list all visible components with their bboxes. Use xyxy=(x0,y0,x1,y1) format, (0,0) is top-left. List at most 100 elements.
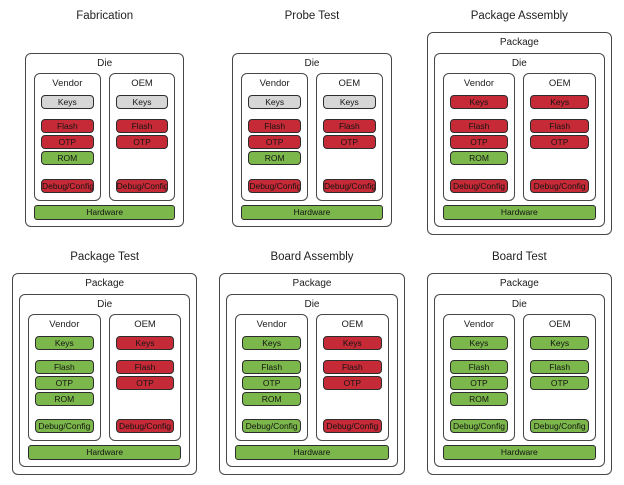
chip-debug-config: Debug/Config xyxy=(449,419,509,433)
domain-label: OEM xyxy=(338,78,361,89)
chip-otp: OTP xyxy=(115,375,175,390)
chip-debug-config: Debug/Config xyxy=(35,419,94,433)
domain-label: Vendor xyxy=(256,318,287,330)
die-label: Die xyxy=(97,58,113,69)
chip-debug-config: Debug/Config xyxy=(115,178,169,193)
die-label: Die xyxy=(511,298,527,310)
domain-label: Vendor xyxy=(49,318,80,330)
chip-flash: Flash xyxy=(449,119,509,133)
panel-title: Board Assembly xyxy=(270,250,354,263)
chip-flash: Flash xyxy=(449,359,509,374)
domain-label: Vendor xyxy=(463,78,495,89)
chip-keys: Keys xyxy=(242,335,301,350)
chip-keys: Keys xyxy=(115,335,175,350)
chip-otp: OTP xyxy=(248,135,301,149)
panel-title: Package Test xyxy=(70,250,140,263)
chip-keys: Keys xyxy=(35,335,94,350)
chip-rom: ROM xyxy=(242,391,301,406)
chip-otp: OTP xyxy=(530,375,589,390)
chip-otp: OTP xyxy=(242,375,301,390)
chip-rom: ROM xyxy=(449,151,509,165)
package-label: Package xyxy=(85,277,125,289)
chip-flash: Flash xyxy=(115,359,175,374)
package-label: Package xyxy=(499,277,539,289)
chip-debug-config: Debug/Config xyxy=(530,178,589,193)
chip-debug-config: Debug/Config xyxy=(530,419,589,433)
chip-flash: Flash xyxy=(323,359,382,374)
chip-debug-config: Debug/Config xyxy=(242,419,301,433)
package-label: Package xyxy=(292,277,332,289)
chip-otp: OTP xyxy=(449,135,509,149)
chip-flash: Flash xyxy=(242,359,301,374)
chip-otp: OTP xyxy=(449,375,509,390)
domain-label: Vendor xyxy=(463,318,495,330)
chip-debug-config: Debug/Config xyxy=(449,178,509,193)
hardware-bar: Hardware xyxy=(442,445,596,460)
chip-flash: Flash xyxy=(323,119,376,133)
chip-debug-config: Debug/Config xyxy=(41,178,94,193)
chip-otp: OTP xyxy=(323,375,382,390)
chip-otp: OTP xyxy=(530,135,589,149)
panel-title: Fabrication xyxy=(76,10,134,22)
die-label: Die xyxy=(97,298,113,310)
chip-keys: Keys xyxy=(248,95,301,109)
domain-label: OEM xyxy=(548,78,571,89)
die-label: Die xyxy=(304,58,320,69)
domain-label: OEM xyxy=(131,78,153,89)
panel-title: Package Assembly xyxy=(470,10,568,22)
chip-rom: ROM xyxy=(41,151,94,165)
chip-debug-config: Debug/Config xyxy=(323,178,376,193)
hardware-bar: Hardware xyxy=(442,204,596,220)
domain-label: Vendor xyxy=(259,78,290,89)
domain-label: Vendor xyxy=(52,78,83,89)
chip-otp: OTP xyxy=(41,135,94,149)
chip-keys: Keys xyxy=(530,335,589,350)
chip-flash: Flash xyxy=(35,359,94,374)
chip-debug-config: Debug/Config xyxy=(115,419,175,433)
chip-flash: Flash xyxy=(530,119,589,133)
chip-flash: Flash xyxy=(115,119,169,133)
chip-keys: Keys xyxy=(323,335,382,350)
panel-title: Probe Test xyxy=(284,10,340,22)
chip-rom: ROM xyxy=(449,391,509,406)
domain-label: OEM xyxy=(134,318,156,330)
die-label: Die xyxy=(511,58,527,69)
chip-keys: Keys xyxy=(530,95,589,109)
